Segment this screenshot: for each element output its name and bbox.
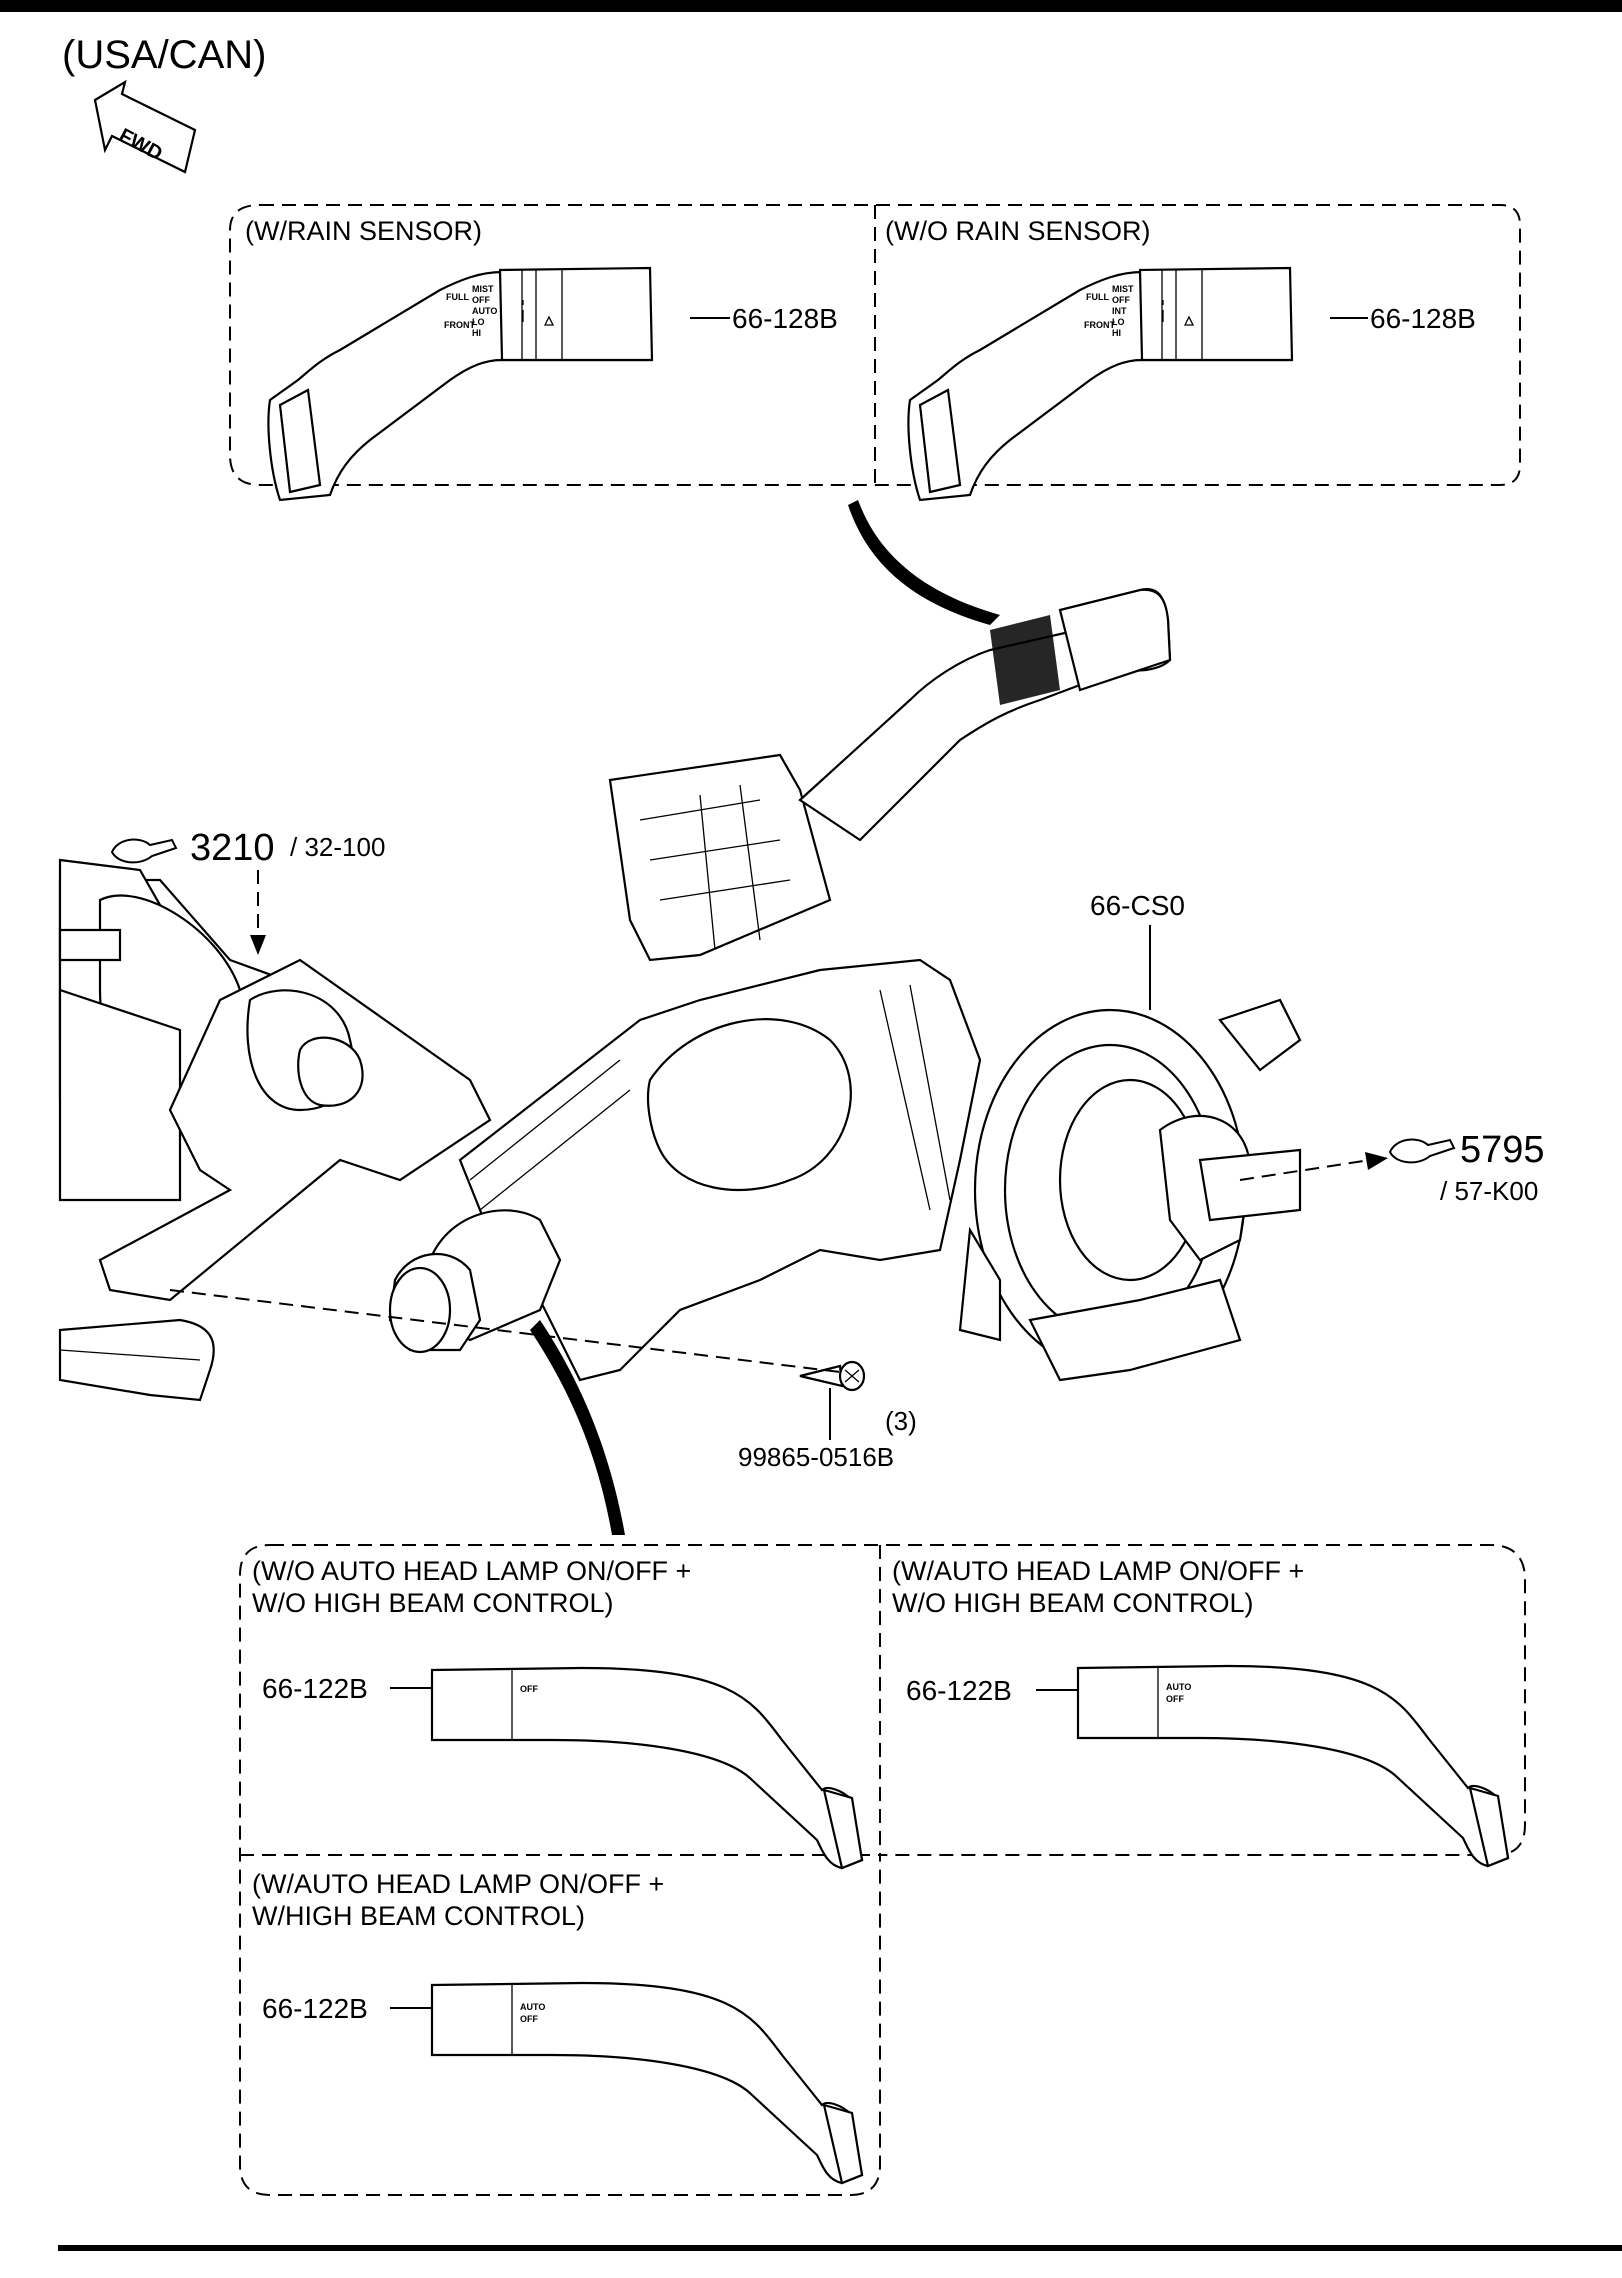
svg-text:INT: INT (1112, 306, 1127, 316)
group-title-l2: W/O HIGH BEAM CONTROL) (892, 1588, 1254, 1618)
svg-text:5795: 5795 (1460, 1129, 1545, 1171)
part-number: 66-122B (906, 1675, 1012, 1706)
light-switch-w-auto-w-hbc: (W/AUTO HEAD LAMP ON/OFF + W/HIGH BEAM C… (252, 1869, 864, 2185)
group-title: (W/RAIN SENSOR) (245, 216, 482, 246)
top-rule (0, 0, 1622, 12)
clock-spring-label: 66-CS0 (1090, 890, 1185, 921)
svg-text:3210: 3210 (190, 827, 275, 869)
part-number: 66-128B (732, 303, 838, 334)
region-label: (USA/CAN) (62, 33, 266, 77)
pointing-hand-icon (110, 838, 178, 864)
svg-text:OFF: OFF (1112, 295, 1130, 305)
svg-text:FRONT: FRONT (444, 320, 475, 330)
svg-text:HI: HI (472, 328, 481, 338)
leader-curve-bottom (530, 1320, 625, 1535)
wiper-switch-wo-rain-sensor: (W/O RAIN SENSOR) MIST OFF INT LO HI FUL… (885, 216, 1476, 502)
group-title: (W/O RAIN SENSOR) (885, 216, 1151, 246)
clock-spring (958, 998, 1302, 1382)
svg-text:LO: LO (472, 317, 485, 327)
alignment-line (169, 1289, 841, 1373)
part-number: 66-128B (1370, 303, 1476, 334)
svg-text:MIST: MIST (472, 284, 494, 294)
pointing-hand-icon (1388, 1138, 1456, 1164)
svg-text:HI: HI (1112, 328, 1121, 338)
fwd-arrow-icon: FWD (93, 79, 197, 174)
top-options-box (229, 204, 1521, 486)
group-title-l2: W/O HIGH BEAM CONTROL) (252, 1588, 614, 1618)
light-switch-w-auto-wo-hbc: (W/AUTO HEAD LAMP ON/OFF + W/O HIGH BEAM… (892, 1556, 1510, 1868)
svg-text:FULL: FULL (1086, 292, 1109, 302)
svg-text:/ 32-100: / 32-100 (290, 832, 385, 862)
part-number: 66-122B (262, 1673, 368, 1704)
svg-text:OFF: OFF (520, 2014, 538, 2024)
part-number: 66-122B (262, 1993, 368, 2024)
group-title-l1: (W/AUTO HEAD LAMP ON/OFF + (252, 1869, 664, 1899)
leader-curve-top (848, 500, 1000, 625)
screw-icon (799, 1360, 866, 1392)
svg-text:MIST: MIST (1112, 284, 1134, 294)
screw-qty: (3) (885, 1406, 917, 1436)
light-switch-wo-auto-wo-hbc: (W/O AUTO HEAD LAMP ON/OFF + W/O HIGH BE… (252, 1556, 864, 1870)
svg-text:FRONT: FRONT (1084, 320, 1115, 330)
svg-text:OFF: OFF (472, 295, 490, 305)
svg-text:FULL: FULL (446, 292, 469, 302)
svg-text:AUTO: AUTO (520, 2002, 545, 2012)
screw-part: 99865-0516B (738, 1442, 894, 1472)
svg-text:OFF: OFF (520, 1684, 538, 1694)
group-title-l1: (W/O AUTO HEAD LAMP ON/OFF + (252, 1556, 691, 1586)
bottom-rule (58, 2245, 1622, 2251)
svg-text:OFF: OFF (1166, 1694, 1184, 1704)
svg-text:LO: LO (1112, 317, 1125, 327)
svg-text:AUTO: AUTO (472, 306, 497, 316)
wiper-switch-w-rain-sensor: (W/RAIN SENSOR) MIST OFF AUTO LO HI FULL… (245, 216, 838, 502)
main-assembly (58, 587, 1302, 1402)
bottom-options-box (239, 1544, 1526, 2196)
ref-5795: 5795 / 57-K00 (1388, 1129, 1545, 1206)
svg-text:/ 57-K00: / 57-K00 (1440, 1176, 1538, 1206)
group-title-l1: (W/AUTO HEAD LAMP ON/OFF + (892, 1556, 1304, 1586)
svg-text:AUTO: AUTO (1166, 1682, 1191, 1692)
group-title-l2: W/HIGH BEAM CONTROL) (252, 1901, 585, 1931)
ref-3210: 3210 / 32-100 (110, 827, 385, 869)
